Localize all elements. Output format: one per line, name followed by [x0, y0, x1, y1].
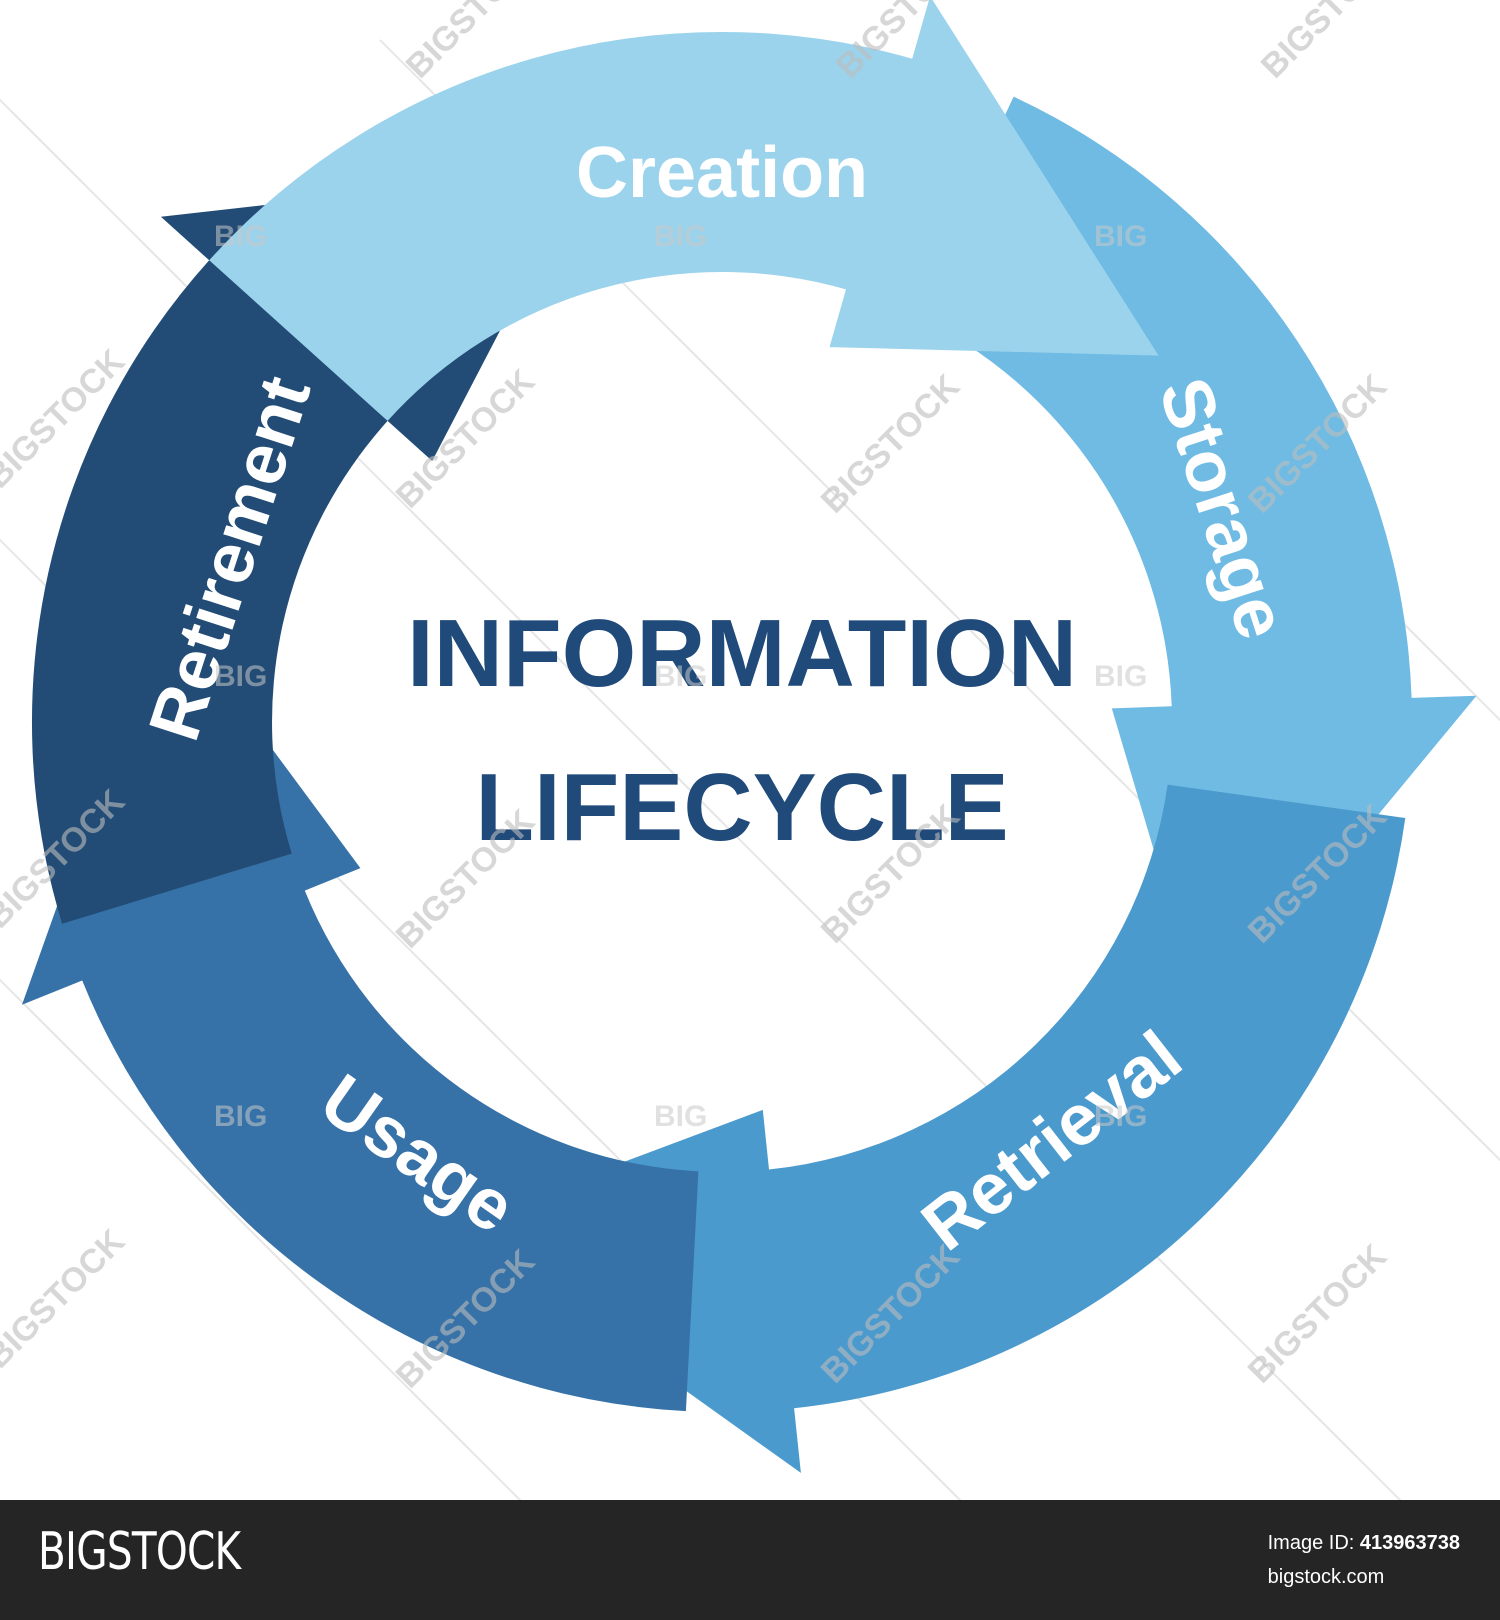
lifecycle-diagram: Creation Storage Retrieval Usage Retirem… [0, 0, 1500, 1500]
watermark-text: BIGSTOCK [389, 802, 543, 956]
watermark-text: BIGSTOCK [0, 1222, 132, 1376]
diagram-title-line1: INFORMATION [407, 600, 1077, 707]
watermark-short: BIG [1094, 1100, 1147, 1133]
image-id-line: Image ID: 413963738 [1268, 1526, 1460, 1560]
watermark-short: BIG [654, 1100, 707, 1133]
image-id-label: Image ID: [1267, 1532, 1355, 1554]
watermark-text: BIGSTOCK [1254, 0, 1408, 86]
lifecycle-arrows [22, 0, 1477, 1473]
watermark-short: BIG [654, 220, 707, 253]
watermark-short: BIG [1094, 220, 1147, 253]
footer-bar: BIGSTOCK Image ID: 413963738 bigstock.co… [0, 1500, 1500, 1620]
arrow-retrieval [454, 784, 1406, 1473]
site-link[interactable]: bigstock.com [1267, 1566, 1385, 1588]
watermark-short: BIG [214, 660, 267, 693]
stage-label-creation: Creation [576, 133, 868, 213]
watermark-short: BIG [214, 220, 267, 253]
footer-logo[interactable]: BIGSTOCK [38, 1522, 241, 1582]
diagram-title-line2: LIFECYCLE [475, 754, 1008, 861]
watermark-text: BIGSTOCK [1241, 1237, 1395, 1391]
watermark-short: BIG [214, 1100, 267, 1133]
arrow-creation [209, 0, 1159, 421]
watermark-short: BIG [1094, 660, 1147, 693]
image-id-value: 413963738 [1359, 1532, 1460, 1554]
watermark-text: BIGSTOCK [814, 367, 968, 521]
footer-meta: Image ID: 413963738 bigstock.com [1268, 1526, 1460, 1594]
watermark-short: BIG [654, 660, 707, 693]
